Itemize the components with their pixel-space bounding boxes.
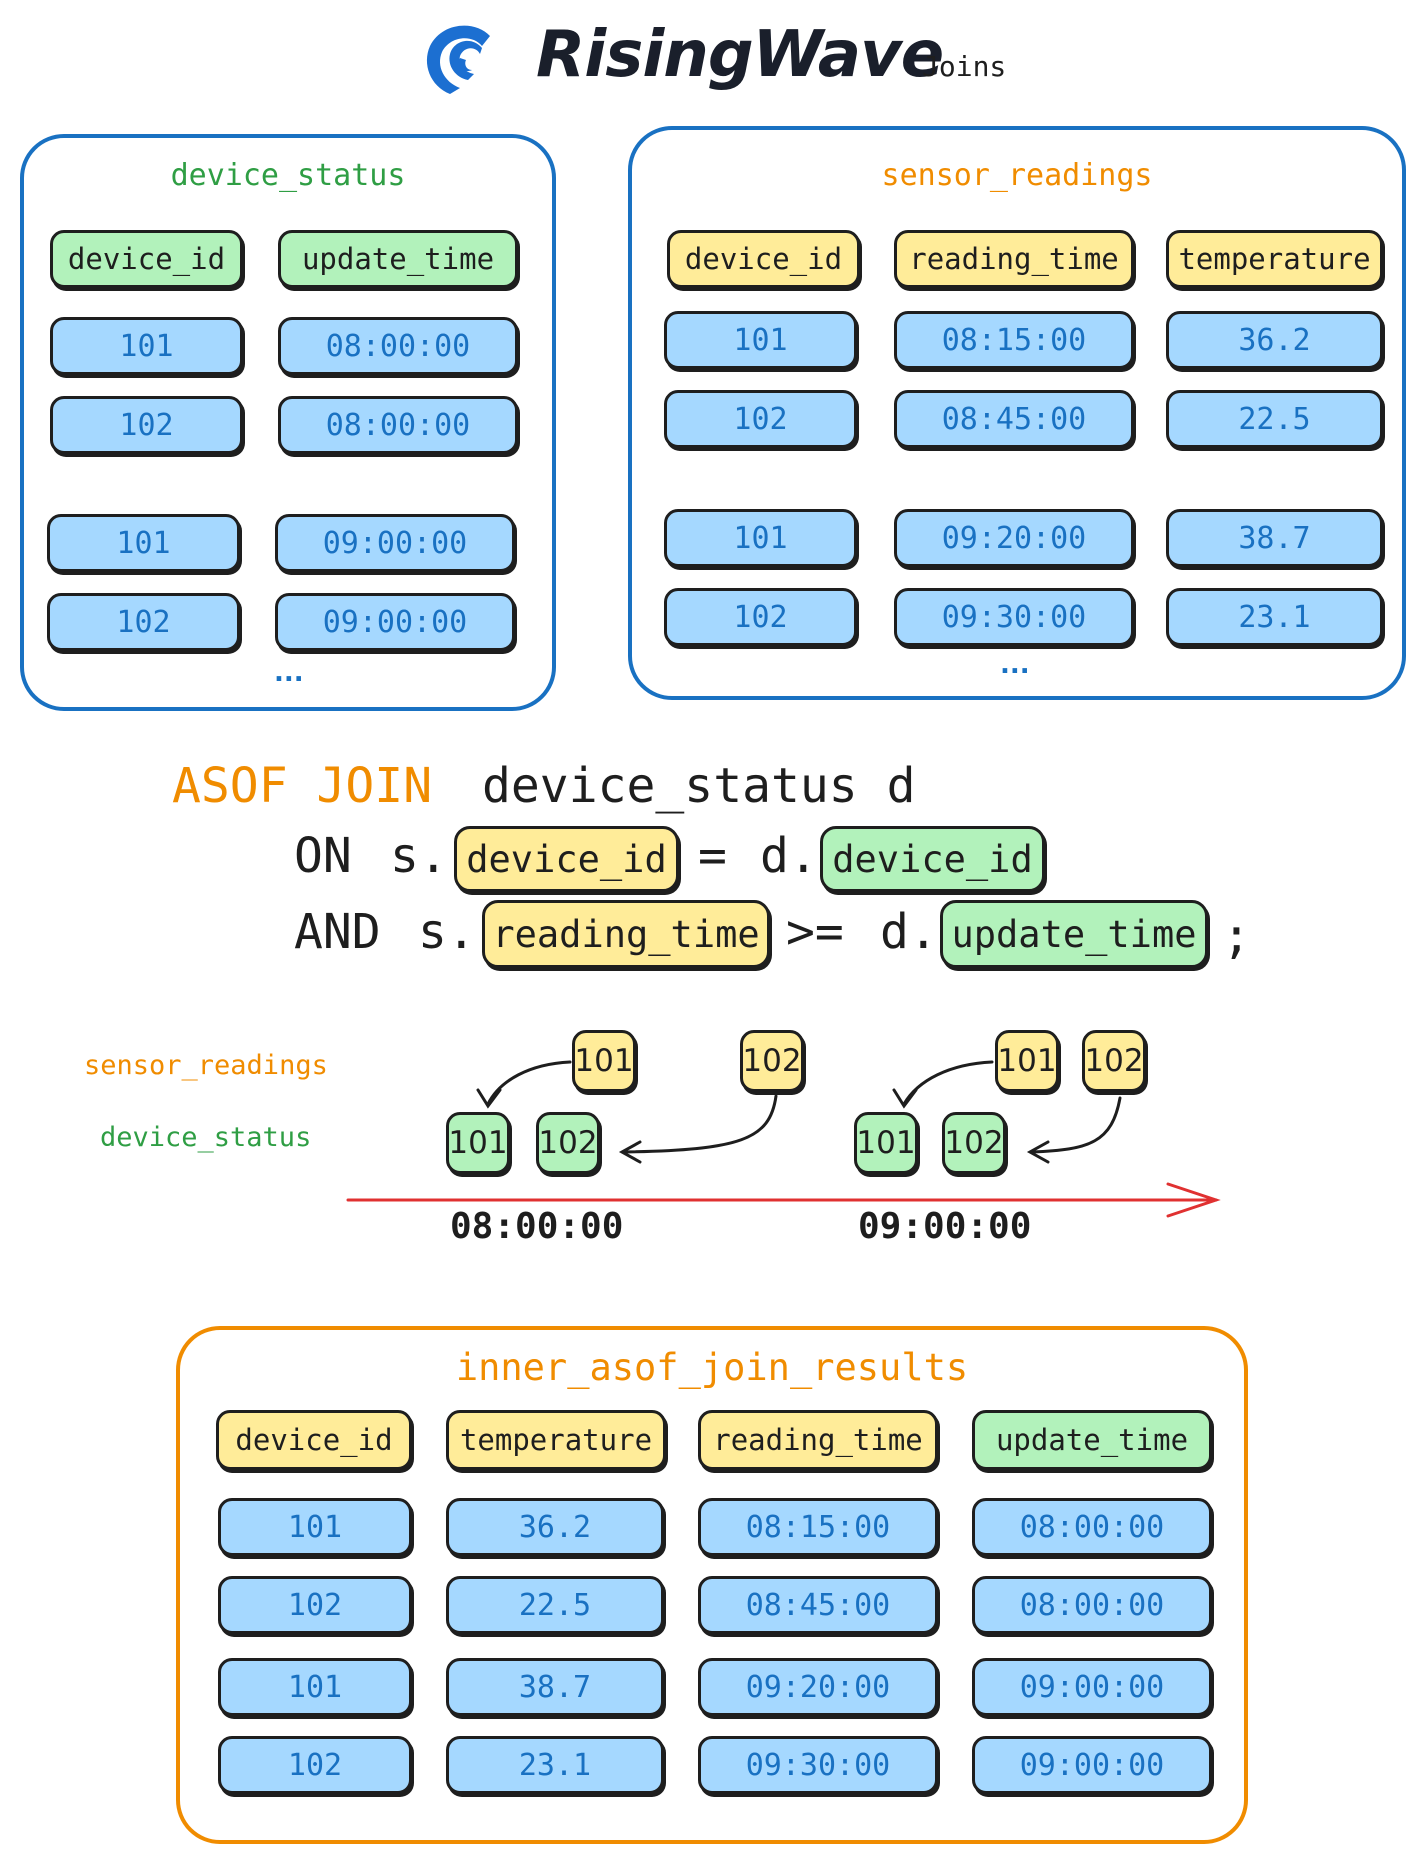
table-cell: 102 [218, 1576, 412, 1634]
table-cell: 09:00:00 [972, 1736, 1212, 1794]
match-arrow [486, 1060, 572, 1106]
table-cell: 09:30:00 [894, 588, 1134, 646]
timeline-status-chip: 101 [446, 1112, 510, 1174]
match-arrow [1026, 1140, 1050, 1164]
timeline-status-chip: 102 [536, 1112, 600, 1174]
table-cell: 102 [218, 1736, 412, 1794]
table-cell: 36.2 [1166, 311, 1383, 369]
table-cell: 22.5 [446, 1576, 664, 1634]
match-arrow [892, 1088, 918, 1109]
table-cell: 08:00:00 [278, 317, 518, 375]
wave-logo-icon [426, 25, 490, 94]
table-cell: 101 [218, 1498, 412, 1556]
timeline-sensor-label: sensor_readings [84, 1050, 328, 1081]
table-cell: 102 [47, 593, 240, 651]
table-cell: 101 [664, 509, 857, 567]
sensor-readings-panel [628, 126, 1406, 700]
table-cell: 09:30:00 [698, 1736, 938, 1794]
results-panel [176, 1326, 1248, 1844]
time-tick-label: 08:00:00 [450, 1206, 624, 1247]
query-operator: >= [786, 904, 844, 960]
query-alias: s. [418, 904, 476, 960]
query-field-chip: update_time [940, 900, 1208, 968]
query-field-chip: reading_time [482, 900, 770, 968]
table-cell: 101 [664, 311, 857, 369]
match-arrow [622, 1094, 778, 1154]
table-cell: 22.5 [1166, 390, 1383, 448]
header-cell: device_id [50, 230, 243, 288]
device-status-panel [20, 134, 556, 711]
match-arrow [476, 1088, 502, 1109]
table-cell: 08:45:00 [698, 1576, 938, 1634]
page-subtitle: Joins [922, 50, 1007, 83]
table-cell: 08:00:00 [278, 396, 518, 454]
brand-name: RisingWave [536, 18, 944, 92]
table-cell: 09:00:00 [972, 1658, 1212, 1716]
query-field-chip: device_id [820, 826, 1045, 892]
more-rows-indicator: ... [274, 658, 304, 688]
timeline-sensor-chip: 102 [740, 1030, 804, 1092]
table-cell: 101 [47, 514, 240, 572]
table-cell: 101 [218, 1658, 412, 1716]
timeline-sensor-chip: 101 [572, 1030, 636, 1092]
table-cell: 09:00:00 [275, 593, 515, 651]
query-semicolon: ; [1222, 908, 1251, 964]
header-cell: temperature [446, 1410, 666, 1470]
table-cell: 09:20:00 [698, 1658, 938, 1716]
query-alias: d. [760, 828, 818, 884]
timeline-status-chip: 102 [942, 1112, 1006, 1174]
timeline-sensor-chip: 102 [1082, 1030, 1146, 1092]
table-cell: 08:00:00 [972, 1576, 1212, 1634]
table-cell: 102 [664, 390, 857, 448]
table-cell: 23.1 [446, 1736, 664, 1794]
table-cell: 102 [664, 588, 857, 646]
table-cell: 36.2 [446, 1498, 664, 1556]
timeline-status-label: device_status [100, 1122, 312, 1153]
time-axis-arrow [346, 1182, 1221, 1218]
match-arrow [618, 1140, 642, 1164]
header-cell: reading_time [894, 230, 1134, 288]
table-cell: 101 [50, 317, 243, 375]
sensor-readings-title: sensor_readings [881, 158, 1153, 193]
timeline-sensor-chip: 101 [995, 1030, 1059, 1092]
match-arrow [902, 1060, 994, 1106]
timeline-status-chip: 101 [854, 1112, 918, 1174]
header-cell: update_time [278, 230, 518, 288]
table-cell: 08:15:00 [698, 1498, 938, 1556]
time-tick-label: 09:00:00 [858, 1206, 1032, 1247]
device-status-title: device_status [170, 158, 406, 193]
query-operator: = [698, 828, 727, 884]
table-cell: 38.7 [446, 1658, 664, 1716]
more-rows-indicator: ... [1000, 650, 1030, 680]
table-cell: 23.1 [1166, 588, 1383, 646]
results-title: inner_asof_join_results [455, 1346, 969, 1389]
header-cell: device_id [667, 230, 860, 288]
header-cell: temperature [1166, 230, 1383, 288]
query-keyword: ASOF JOIN [172, 758, 433, 814]
query-field-chip: device_id [454, 826, 679, 892]
query-on: ON [294, 828, 352, 884]
query-and: AND [294, 904, 381, 960]
query-alias: d. [880, 904, 938, 960]
brand-logo [420, 18, 502, 100]
query-table: device_status d [482, 758, 916, 814]
header-cell: reading_time [698, 1410, 938, 1470]
header-cell: update_time [972, 1410, 1212, 1470]
table-cell: 08:45:00 [894, 390, 1134, 448]
table-cell: 08:00:00 [972, 1498, 1212, 1556]
match-arrow [1030, 1096, 1122, 1154]
table-cell: 38.7 [1166, 509, 1383, 567]
table-cell: 09:00:00 [275, 514, 515, 572]
table-cell: 08:15:00 [894, 311, 1134, 369]
table-cell: 102 [50, 396, 243, 454]
table-cell: 09:20:00 [894, 509, 1134, 567]
query-alias: s. [390, 828, 448, 884]
header-cell: device_id [216, 1410, 412, 1470]
